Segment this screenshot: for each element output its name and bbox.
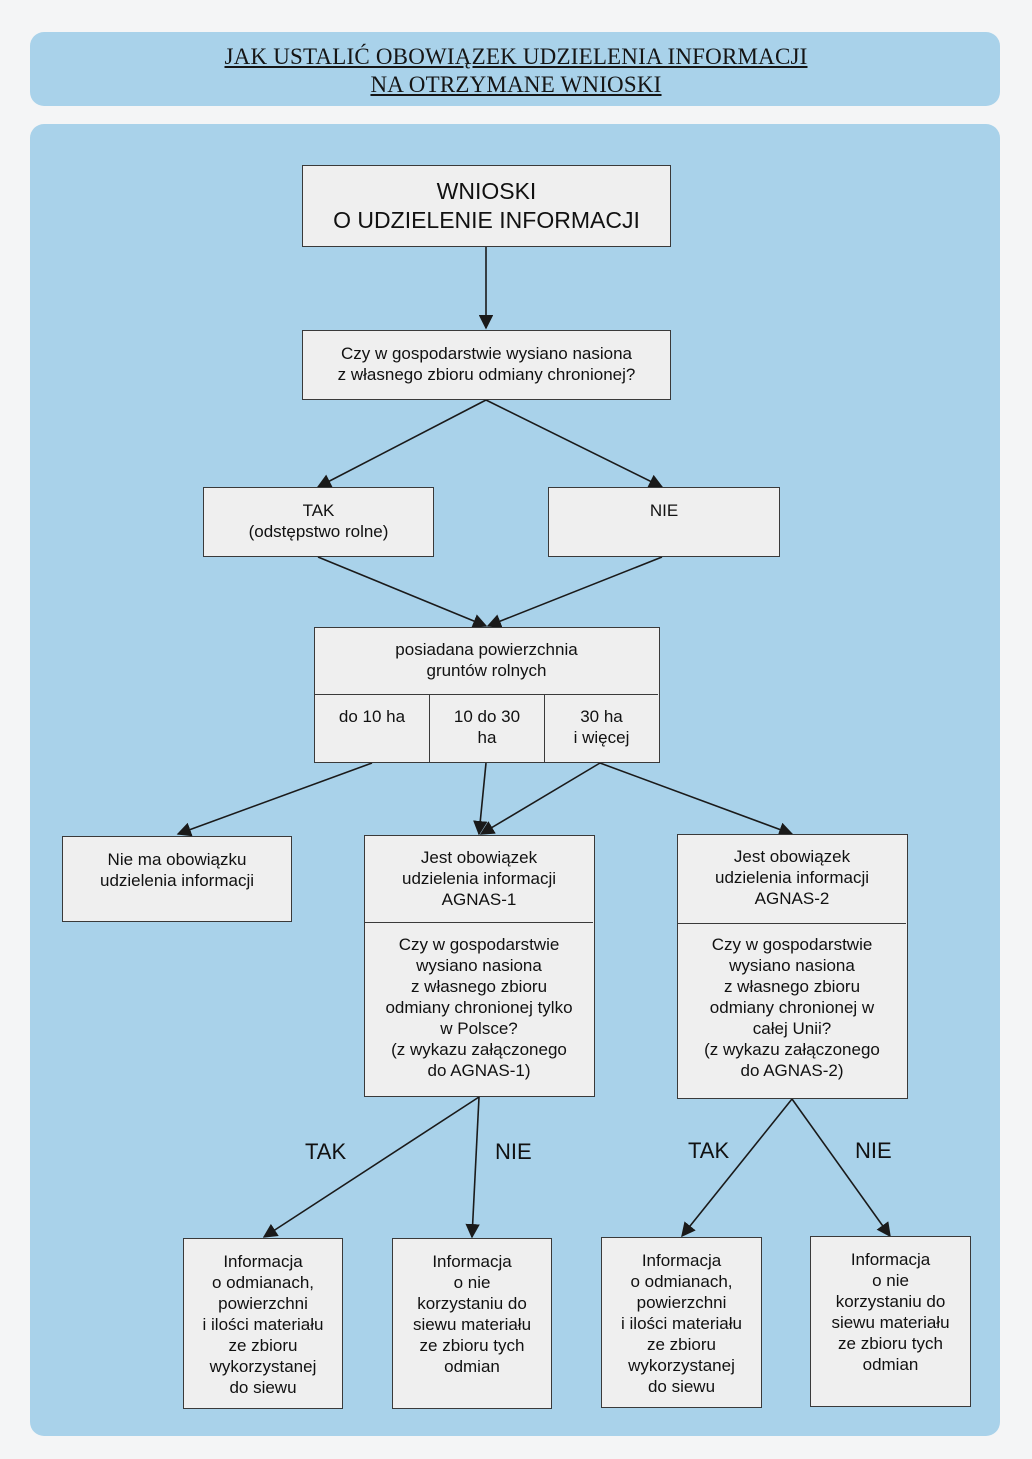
result-info-box-1: Informacja o odmianach, powierzchni i il… [183, 1238, 343, 1409]
page-title-line-2: NA OTRZYMANE WNIOSKI [370, 72, 662, 97]
agnas1-header: Jest obowiązek udzielenia informacji AGN… [401, 848, 557, 909]
no-obligation-box: Nie ma obowiązku udzielenia informacji [62, 836, 292, 922]
area-col-up-to-10ha: do 10 ha [338, 707, 406, 726]
arrow-area3-to-agnas2 [599, 762, 794, 837]
area-table-col-divider-1 [429, 694, 430, 762]
branch-label-tak-left: TAK [305, 1139, 347, 1164]
agnas1-question: Czy w gospodarstwie wysiano nasiona z wł… [385, 935, 573, 1080]
agnas2-box: Jest obowiązek udzielenia informacji AGN… [677, 834, 908, 1099]
arrow-area2-to-agnas1 [473, 762, 488, 836]
result-none-box-1: Informacja o nie korzystaniu do siewu ma… [392, 1238, 552, 1409]
tak-box: TAK (odstępstwo rolne) [203, 487, 434, 557]
header-panel [30, 32, 1000, 106]
arrow-nie-to-area [486, 556, 663, 628]
agnas1-divider [365, 922, 593, 923]
question-seeds-box: Czy w gospodarstwie wysiano nasiona z wł… [302, 330, 671, 400]
arrow-question-to-tak [316, 399, 487, 488]
agnas1-box: Jest obowiązek udzielenia informacji AGN… [364, 835, 595, 1097]
arrow-agnas1-nie [465, 1096, 480, 1239]
area-col-30ha-plus: 30 ha i więcej [573, 707, 630, 747]
branch-label-tak-right: TAK [688, 1138, 730, 1163]
page-title-line-1: JAK USTALIĆ OBOWIĄZEK UDZIELENIA INFORMA… [224, 44, 808, 69]
arrow-agnas1-tak [262, 1096, 480, 1238]
agnas2-question: Czy w gospodarstwie wysiano nasiona z wł… [704, 935, 880, 1080]
agnas2-header: Jest obowiązek udzielenia informacji AGN… [714, 847, 870, 908]
branch-label-nie-left: NIE [495, 1139, 532, 1164]
arrow-agnas2-nie [791, 1098, 891, 1238]
agnas2-divider [678, 923, 906, 924]
nie-box: NIE [548, 487, 780, 557]
area-table: posiadana powierzchnia gruntów rolnych d… [314, 627, 660, 763]
result-none-box-2: Informacja o nie korzystaniu do siewu ma… [810, 1236, 971, 1407]
area-table-header: posiadana powierzchnia gruntów rolnych [395, 640, 578, 680]
area-col-10-to-30ha: 10 do 30 ha [453, 707, 521, 747]
arrow-area1-to-no-obligation [176, 762, 373, 837]
area-table-divider [315, 694, 658, 695]
start-box-wnioski: WNIOSKI O UDZIELENIE INFORMACJI [302, 165, 671, 247]
area-table-col-divider-2 [544, 694, 545, 762]
branch-label-nie-right: NIE [855, 1138, 892, 1163]
arrow-agnas2-tak [681, 1098, 793, 1238]
arrow-question-to-nie [485, 399, 664, 488]
arrow-area3-to-agnas1 [479, 762, 601, 835]
arrow-tak-to-area [317, 556, 488, 628]
result-info-box-2: Informacja o odmianach, powierzchni i il… [601, 1237, 762, 1408]
